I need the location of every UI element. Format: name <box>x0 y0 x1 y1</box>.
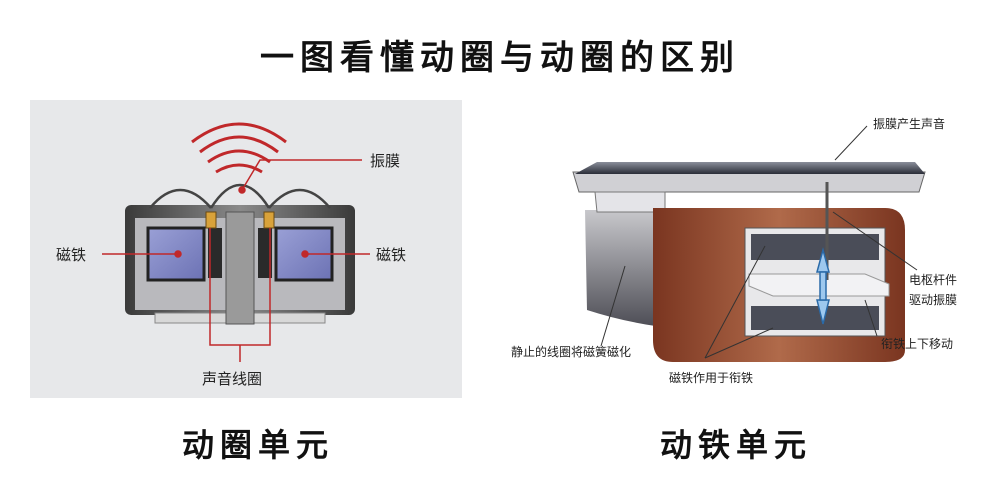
lower-magnet <box>751 306 879 330</box>
motion-arrows <box>816 247 830 325</box>
right-gap <box>258 228 272 278</box>
sound-waves <box>191 122 287 174</box>
coil-leader <box>209 228 271 362</box>
diaphragm-leader <box>238 159 362 194</box>
balanced-armature-diagram: 振膜产生声音 电枢杆件 驱动振膜 静止的线圈将磁簧磁化 磁铁作用于衔铁 衔铁上下… <box>505 100 975 400</box>
label-diaphragm: 振膜 <box>370 152 400 170</box>
caption-balanced-armature: 动铁单元 <box>660 426 813 464</box>
pole-piece <box>225 211 255 325</box>
label-armature-moves: 衔铁上下移动 <box>881 337 953 351</box>
voice-coil <box>205 211 275 229</box>
diaphragm-plate <box>575 162 925 174</box>
label-magnet-on-armature: 磁铁作用于衔铁 <box>669 370 753 385</box>
ba-leaders <box>600 125 918 359</box>
label-diaphragm-sound: 振膜产生声音 <box>873 116 945 131</box>
balanced-armature-svg: 振膜产生声音 电枢杆件 驱动振膜 静止的线圈将磁簧磁化 磁铁作用于衔铁 衔铁上下… <box>511 116 957 385</box>
page-title: 一图看懂动圈与动圈的区别 <box>260 38 740 78</box>
dynamic-driver-svg: 振膜 磁铁 磁铁 声音线圈 <box>56 122 406 388</box>
armature <box>748 273 890 297</box>
diaphragm <box>149 183 331 209</box>
magnet-leaders <box>102 250 370 258</box>
label-magnet-left: 磁铁 <box>56 246 86 264</box>
label-magnet-right: 磁铁 <box>376 246 406 264</box>
label-armature-rod-1: 电枢杆件 <box>909 272 957 287</box>
label-armature-rod-2: 驱动振膜 <box>909 293 957 307</box>
upper-magnet <box>751 234 879 260</box>
top-plate-frame <box>572 171 926 193</box>
label-coil: 声音线圈 <box>202 370 262 388</box>
dynamic-driver-diagram: 振膜 磁铁 磁铁 声音线圈 <box>30 100 462 398</box>
left-gap <box>208 228 222 278</box>
caption-dynamic: 动圈单元 <box>182 426 335 464</box>
label-static-coil: 静止的线圈将磁簧磁化 <box>511 344 631 359</box>
